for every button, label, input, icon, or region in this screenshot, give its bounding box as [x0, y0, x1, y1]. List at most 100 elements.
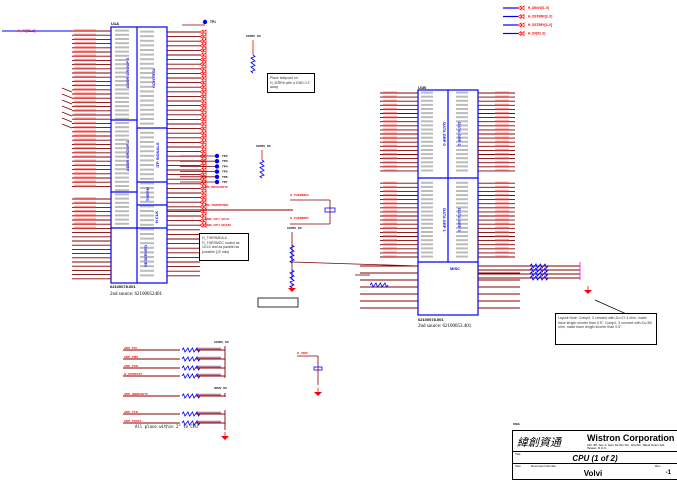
pin-name [115, 206, 129, 208]
pin-name [456, 181, 468, 184]
test-point-label: TP2 [222, 154, 228, 158]
pin-name [456, 128, 468, 131]
net-label [74, 226, 96, 230]
test-point-icon [214, 174, 220, 179]
pin-name [115, 126, 129, 129]
pin-name [421, 99, 433, 102]
rail-label: 1D05V_S0 [214, 340, 229, 344]
net-label-smbclk: SMB_CPU_SCLK [205, 217, 230, 221]
cpu-b-group-label: DATA GRP 1 [442, 208, 447, 232]
pin-name [115, 189, 129, 192]
net-flag-icon [199, 43, 207, 49]
net-flag-icon [199, 102, 207, 109]
pin-name [115, 210, 129, 213]
net-label-cap: H_VID6 [297, 351, 308, 355]
pin-name [115, 134, 129, 137]
net-label [495, 103, 509, 107]
net-label [495, 112, 509, 115]
cpu-a-body [110, 26, 168, 284]
pin-name [115, 92, 129, 95]
net-label-bottom: H_CPURST# [124, 372, 142, 376]
ground-icon [314, 392, 322, 396]
title-row: Title CPU (1 of 2) [513, 451, 677, 463]
net-label-thermda: H_THERMDA [290, 193, 310, 197]
net-flag-icon [199, 112, 207, 118]
pin-name [140, 95, 154, 97]
test-point-icon [214, 169, 220, 174]
pin-name [421, 161, 433, 164]
net-label-top-right: H_DSTBN#[3..0] [528, 15, 552, 19]
net-label [383, 136, 397, 139]
net-label [383, 189, 397, 193]
net-label [383, 255, 397, 258]
net-label [74, 205, 96, 209]
cpu-b-group-label: DATA GRP 0 [442, 122, 447, 146]
net-label [74, 172, 96, 175]
net-label [495, 153, 509, 156]
net-label-bottom: XDP_DBRESET# [124, 392, 148, 396]
pin-name [456, 91, 468, 94]
resistor-value [197, 420, 221, 423]
pin-name [140, 260, 154, 263]
net-label [383, 198, 397, 201]
ground-icon [288, 288, 296, 292]
net-label [383, 140, 397, 143]
pin-name [456, 190, 468, 192]
cpu-b-partno: 62100078.001 [418, 317, 444, 322]
pin-name [456, 157, 468, 160]
net-label [495, 230, 509, 234]
pin-name [140, 131, 154, 134]
net-label [495, 99, 509, 102]
pin-name [421, 185, 433, 188]
net-label-address: H_A#[31..3] [18, 29, 35, 33]
test-point-icon [214, 159, 220, 164]
test-point-icon [214, 164, 220, 169]
pin-name [140, 265, 154, 268]
test-point-label: TP7 [222, 180, 228, 184]
pin-name [421, 231, 433, 233]
pin-name [456, 103, 468, 106]
net-label [74, 176, 96, 179]
net-label [383, 157, 397, 160]
net-flag-icon [199, 52, 207, 58]
sheet-label: UMA [513, 422, 520, 426]
net-flag-icon [199, 171, 207, 178]
pin-name [421, 218, 433, 221]
pin-name [421, 226, 433, 229]
pin-name [115, 143, 129, 145]
net-label [495, 226, 509, 230]
pin-name [115, 105, 129, 108]
net-label [383, 210, 397, 213]
net-label [74, 63, 96, 66]
net-label [495, 214, 509, 217]
bus-entry [61, 117, 73, 123]
pin-name [115, 113, 129, 116]
pin-name [421, 255, 433, 258]
net-label [74, 180, 96, 183]
net-flag-icon [199, 190, 207, 196]
pin-name [140, 35, 154, 38]
pin-name [115, 201, 129, 204]
net-label [495, 148, 509, 152]
pin-name [115, 71, 129, 74]
pin-name [140, 154, 154, 157]
net-label [383, 247, 397, 250]
size-label: Size [515, 464, 521, 468]
ground-icon [221, 436, 229, 440]
net-label [383, 95, 397, 98]
net-label [74, 92, 96, 95]
net-label [495, 116, 509, 119]
net-label [74, 138, 96, 141]
rev-label: Rev [655, 464, 661, 468]
net-label [383, 181, 397, 184]
test-point-icon [214, 179, 220, 185]
net-label [74, 117, 96, 120]
comp-resistor [529, 267, 549, 273]
pin-name [115, 172, 129, 175]
net-label [495, 169, 509, 172]
pin-name [140, 274, 154, 277]
pin-name [115, 117, 129, 120]
pin-name [421, 95, 433, 98]
net-label [495, 218, 509, 221]
net-flag-icon [199, 89, 207, 95]
